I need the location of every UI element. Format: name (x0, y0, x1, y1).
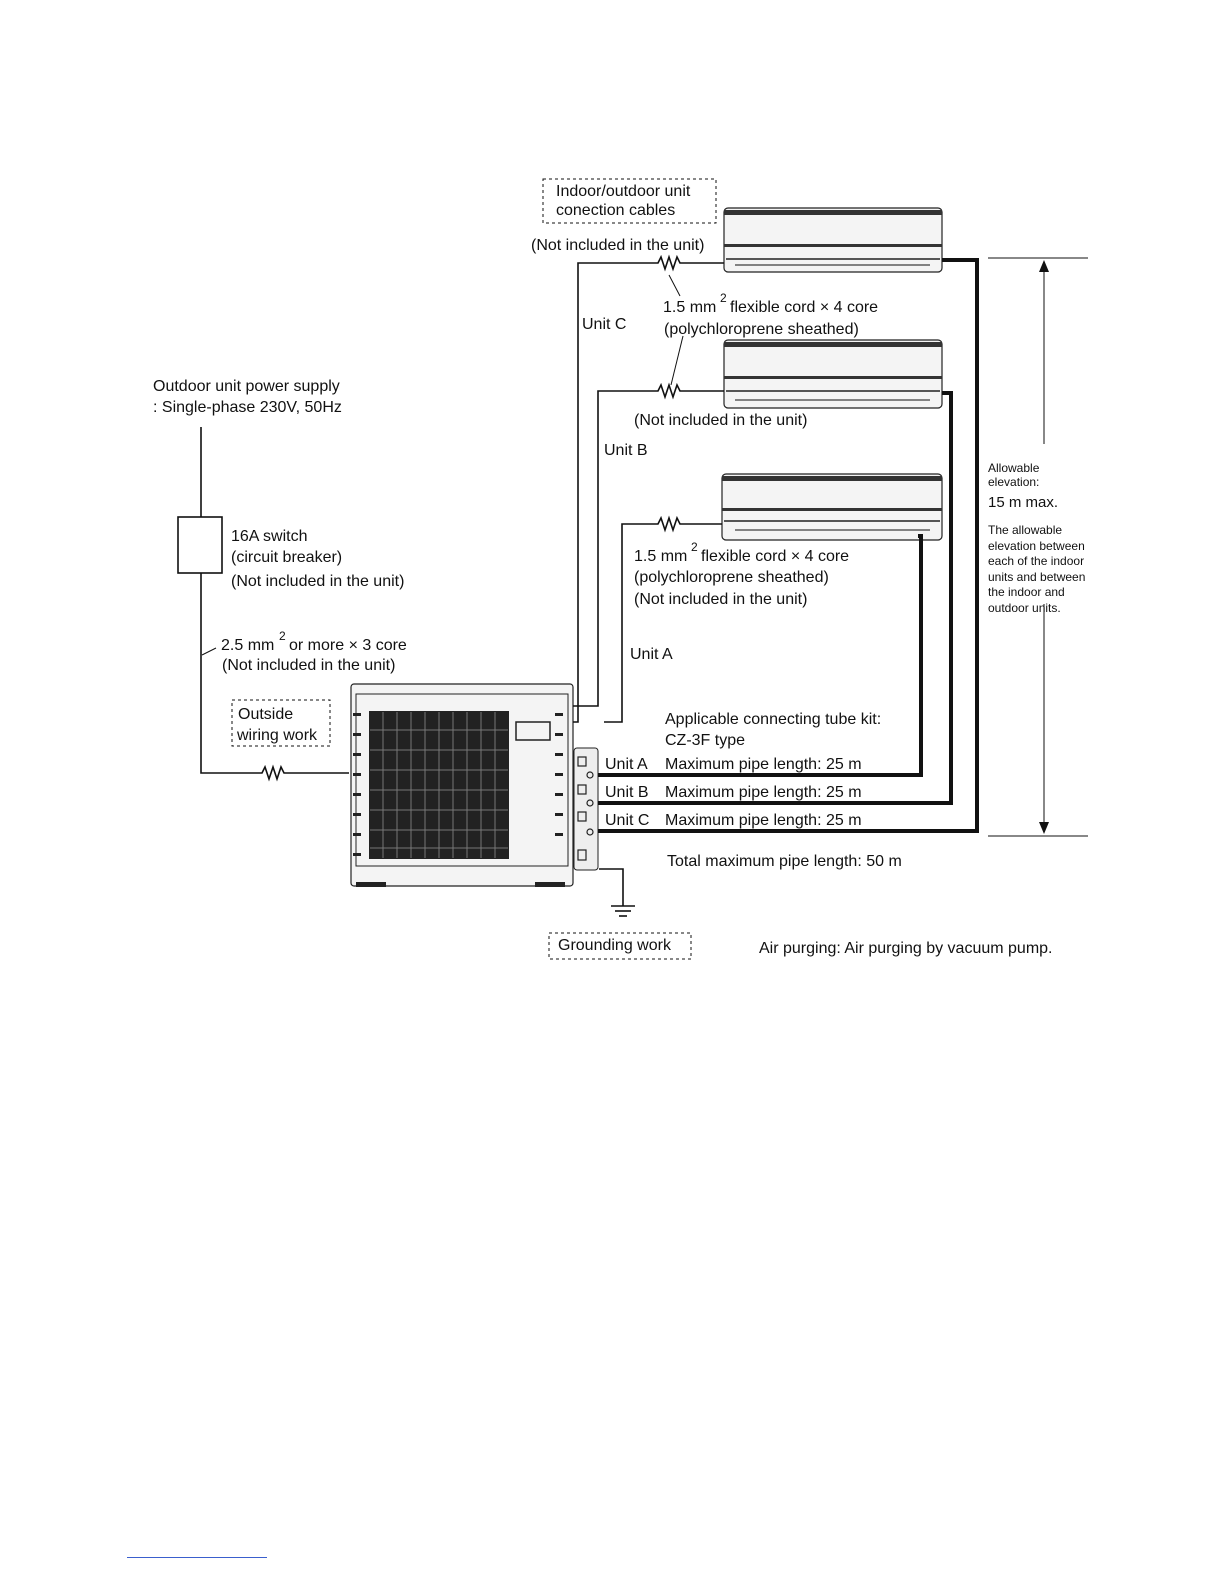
footer-rule (127, 1557, 267, 1558)
switch-not-included: (Not included in the unit) (231, 573, 404, 590)
indoor-unit-b (723, 339, 943, 409)
cord-c-post: flexible cord × 4 core (730, 299, 878, 316)
elevation-note-6: outdoor units. (988, 601, 1061, 615)
grounding-label: Grounding work (558, 937, 672, 954)
not-included-top: (Not included in the unit) (531, 237, 704, 254)
switch-line1: 16A switch (231, 528, 307, 545)
power-supply-line2: : Single-phase 230V, 50Hz (153, 399, 342, 416)
unit-a-label: Unit A (630, 646, 673, 663)
power-cable-post: or more × 3 core (289, 637, 407, 654)
cord-a-sup: 2 (691, 540, 698, 554)
elevation-line1: Allowable (988, 461, 1040, 475)
pipe-b-unit: Unit B (605, 784, 649, 801)
elevation-dimension (988, 257, 1088, 837)
cord-c-pre: 1.5 mm (663, 299, 716, 316)
connection-cables (177, 254, 724, 917)
power-cable-not-included: (Not included in the unit) (222, 657, 395, 674)
switch-line2: (circuit breaker) (231, 549, 342, 566)
not-included-b: (Not included in the unit) (634, 412, 807, 429)
elevation-note-5: the indoor and (988, 585, 1065, 599)
refrigerant-pipes (598, 258, 979, 833)
cables-label-box (542, 178, 717, 224)
power-cable-sup: 2 (279, 629, 286, 643)
outside-wiring-line1: Outside (238, 706, 293, 723)
tube-kit-line2: CZ-3F type (665, 732, 745, 749)
cord-c-sup: 2 (720, 291, 727, 305)
elevation-note-2: elevation between (988, 539, 1085, 553)
pipe-b-length: Maximum pipe length: 25 m (665, 784, 862, 801)
cord-a-not-included: (Not included in the unit) (634, 591, 807, 608)
unit-b-label: Unit B (604, 442, 648, 459)
outside-wiring-box (231, 699, 331, 747)
outside-wiring-line2: wiring work (236, 727, 318, 744)
unit-c-label: Unit C (582, 316, 626, 333)
air-purging-note: Air purging: Air purging by vacuum pump. (759, 940, 1052, 957)
cord-a-post: flexible cord × 4 core (701, 548, 849, 565)
power-supply-line1: Outdoor unit power supply (153, 378, 340, 395)
pipe-a-unit: Unit A (605, 756, 648, 773)
indoor-unit-a (721, 473, 943, 541)
power-cable-pre: 2.5 mm (221, 637, 274, 654)
cord-a-pre: 1.5 mm (634, 548, 687, 565)
outdoor-unit (350, 683, 599, 887)
pipe-a-length: Maximum pipe length: 25 m (665, 756, 862, 773)
cord-a-sheath: (polychloroprene sheathed) (634, 569, 829, 586)
pipe-c-length: Maximum pipe length: 25 m (665, 812, 862, 829)
elevation-note-4: units and between (988, 570, 1085, 584)
elevation-note-1: The allowable (988, 523, 1062, 537)
total-pipe-length: Total maximum pipe length: 50 m (667, 853, 902, 870)
elevation-value: 15 m max. (988, 494, 1058, 511)
indoor-unit-c (723, 207, 943, 273)
cord-c-sheath: (polychloroprene sheathed) (664, 321, 859, 338)
tube-kit-line1: Applicable connecting tube kit: (665, 711, 881, 728)
cables-label-line1: Indoor/outdoor unit (556, 183, 691, 200)
cables-label-line2: conection cables (556, 202, 675, 219)
pipe-c-unit: Unit C (605, 812, 649, 829)
elevation-note-3: each of the indoor (988, 554, 1084, 568)
elevation-line2: elevation: (988, 475, 1039, 489)
